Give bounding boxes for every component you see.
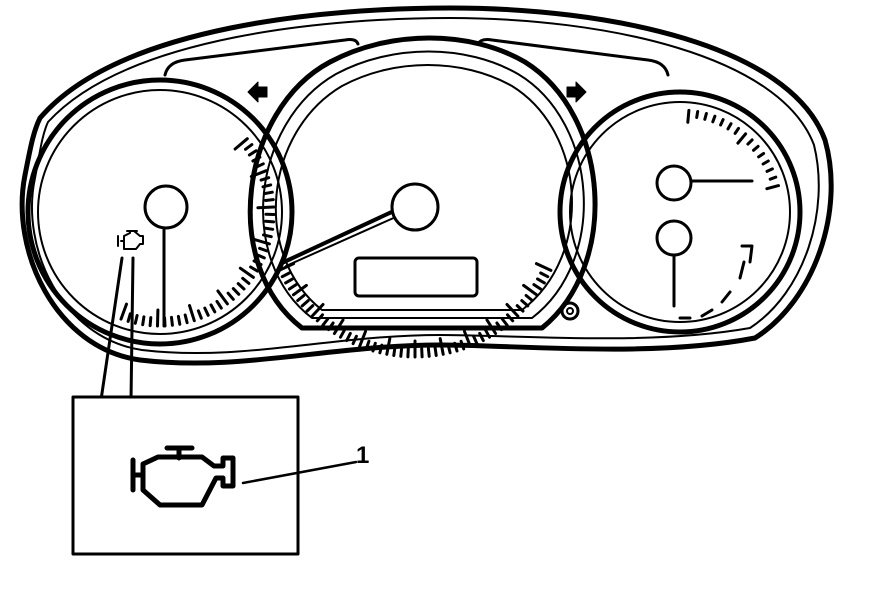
temperature-hub [657, 166, 691, 200]
tick-mark [233, 289, 239, 295]
tick-mark [302, 301, 308, 306]
tick-mark [264, 192, 272, 193]
tick-mark [307, 306, 313, 312]
tick-mark [266, 221, 274, 222]
tick-mark [728, 124, 731, 129]
tick-mark [211, 305, 215, 312]
tick-mark [697, 112, 698, 118]
leader-line-right [131, 258, 133, 400]
hood-ridge-right [478, 40, 668, 76]
tick-mark [190, 306, 195, 321]
tick-mark [770, 177, 776, 179]
tick-mark [522, 301, 528, 306]
tick-mark [502, 319, 507, 325]
tick-mark [763, 161, 768, 164]
tick-mark [265, 228, 273, 229]
tick-mark [394, 348, 395, 356]
tick-mark [240, 268, 253, 277]
speedometer-hub [392, 184, 438, 230]
tick-mark [150, 318, 151, 326]
tick-mark [759, 154, 764, 157]
trip-reset-knob [562, 303, 578, 319]
right-gauge-bezel-inner [570, 102, 790, 322]
tick-mark [251, 267, 258, 271]
check-engine-icon-small [118, 231, 143, 249]
tick-mark [767, 169, 772, 172]
tick-mark [228, 293, 233, 299]
fuel-scale-mark [680, 246, 752, 318]
right-turn-signal-icon [567, 82, 586, 102]
tick-mark [748, 140, 752, 144]
tick-mark [289, 285, 296, 289]
tick-mark [735, 128, 738, 133]
tick-mark [286, 279, 293, 283]
tachometer-hub [145, 186, 187, 228]
temperature-tick-marks [688, 110, 779, 188]
tick-mark [218, 291, 228, 304]
tick-mark [205, 308, 208, 315]
tick-mark [705, 114, 707, 120]
tick-mark [198, 311, 201, 318]
tick-mark [317, 315, 322, 321]
tick-mark [185, 315, 187, 323]
tick-mark [238, 284, 244, 289]
tick-mark [235, 139, 247, 149]
tick-mark [323, 319, 328, 325]
tick-mark [387, 339, 390, 355]
hood-ridge-left [165, 40, 358, 76]
tick-mark [246, 145, 252, 150]
tick-mark [541, 273, 548, 277]
tick-mark [526, 296, 532, 301]
tick-mark [135, 316, 137, 324]
tick-mark [249, 151, 256, 155]
tick-mark [380, 345, 382, 353]
odometer-display [355, 258, 477, 296]
tick-mark [754, 146, 759, 150]
speedometer-needle [284, 210, 396, 262]
tick-mark [143, 317, 144, 325]
tick-mark [767, 186, 779, 189]
tick-mark [538, 279, 545, 283]
tick-mark [448, 345, 450, 353]
tick-mark [260, 248, 268, 251]
left-turn-signal-icon [248, 82, 267, 102]
tick-mark [298, 296, 304, 301]
tick-mark [435, 348, 436, 356]
speedometer-gauge [250, 38, 595, 357]
tick-mark [534, 285, 541, 289]
fuel-hub [657, 221, 691, 255]
tick-mark [172, 317, 173, 325]
tick-mark [713, 116, 715, 122]
callout-number-1: 1 [356, 444, 369, 468]
tick-mark [282, 273, 289, 277]
tick-mark [265, 200, 273, 201]
tick-mark [738, 134, 746, 143]
detail-inset-box [73, 397, 298, 554]
tick-mark [440, 339, 443, 355]
tick-mark [688, 110, 689, 122]
speedometer-bezel-outer [250, 38, 595, 328]
tick-mark [121, 304, 127, 319]
tick-mark [536, 264, 551, 271]
tick-mark [243, 278, 249, 283]
tick-mark [474, 336, 477, 343]
tick-mark [258, 207, 274, 208]
tick-mark [128, 314, 130, 322]
tick-mark [217, 301, 221, 308]
tick-mark [341, 330, 345, 337]
tick-mark [353, 336, 356, 343]
tick-mark [480, 333, 484, 340]
tick-mark [401, 348, 402, 356]
tick-mark [721, 120, 724, 125]
tick-mark [428, 348, 429, 356]
tick-mark [178, 316, 179, 324]
tick-mark [508, 315, 513, 321]
